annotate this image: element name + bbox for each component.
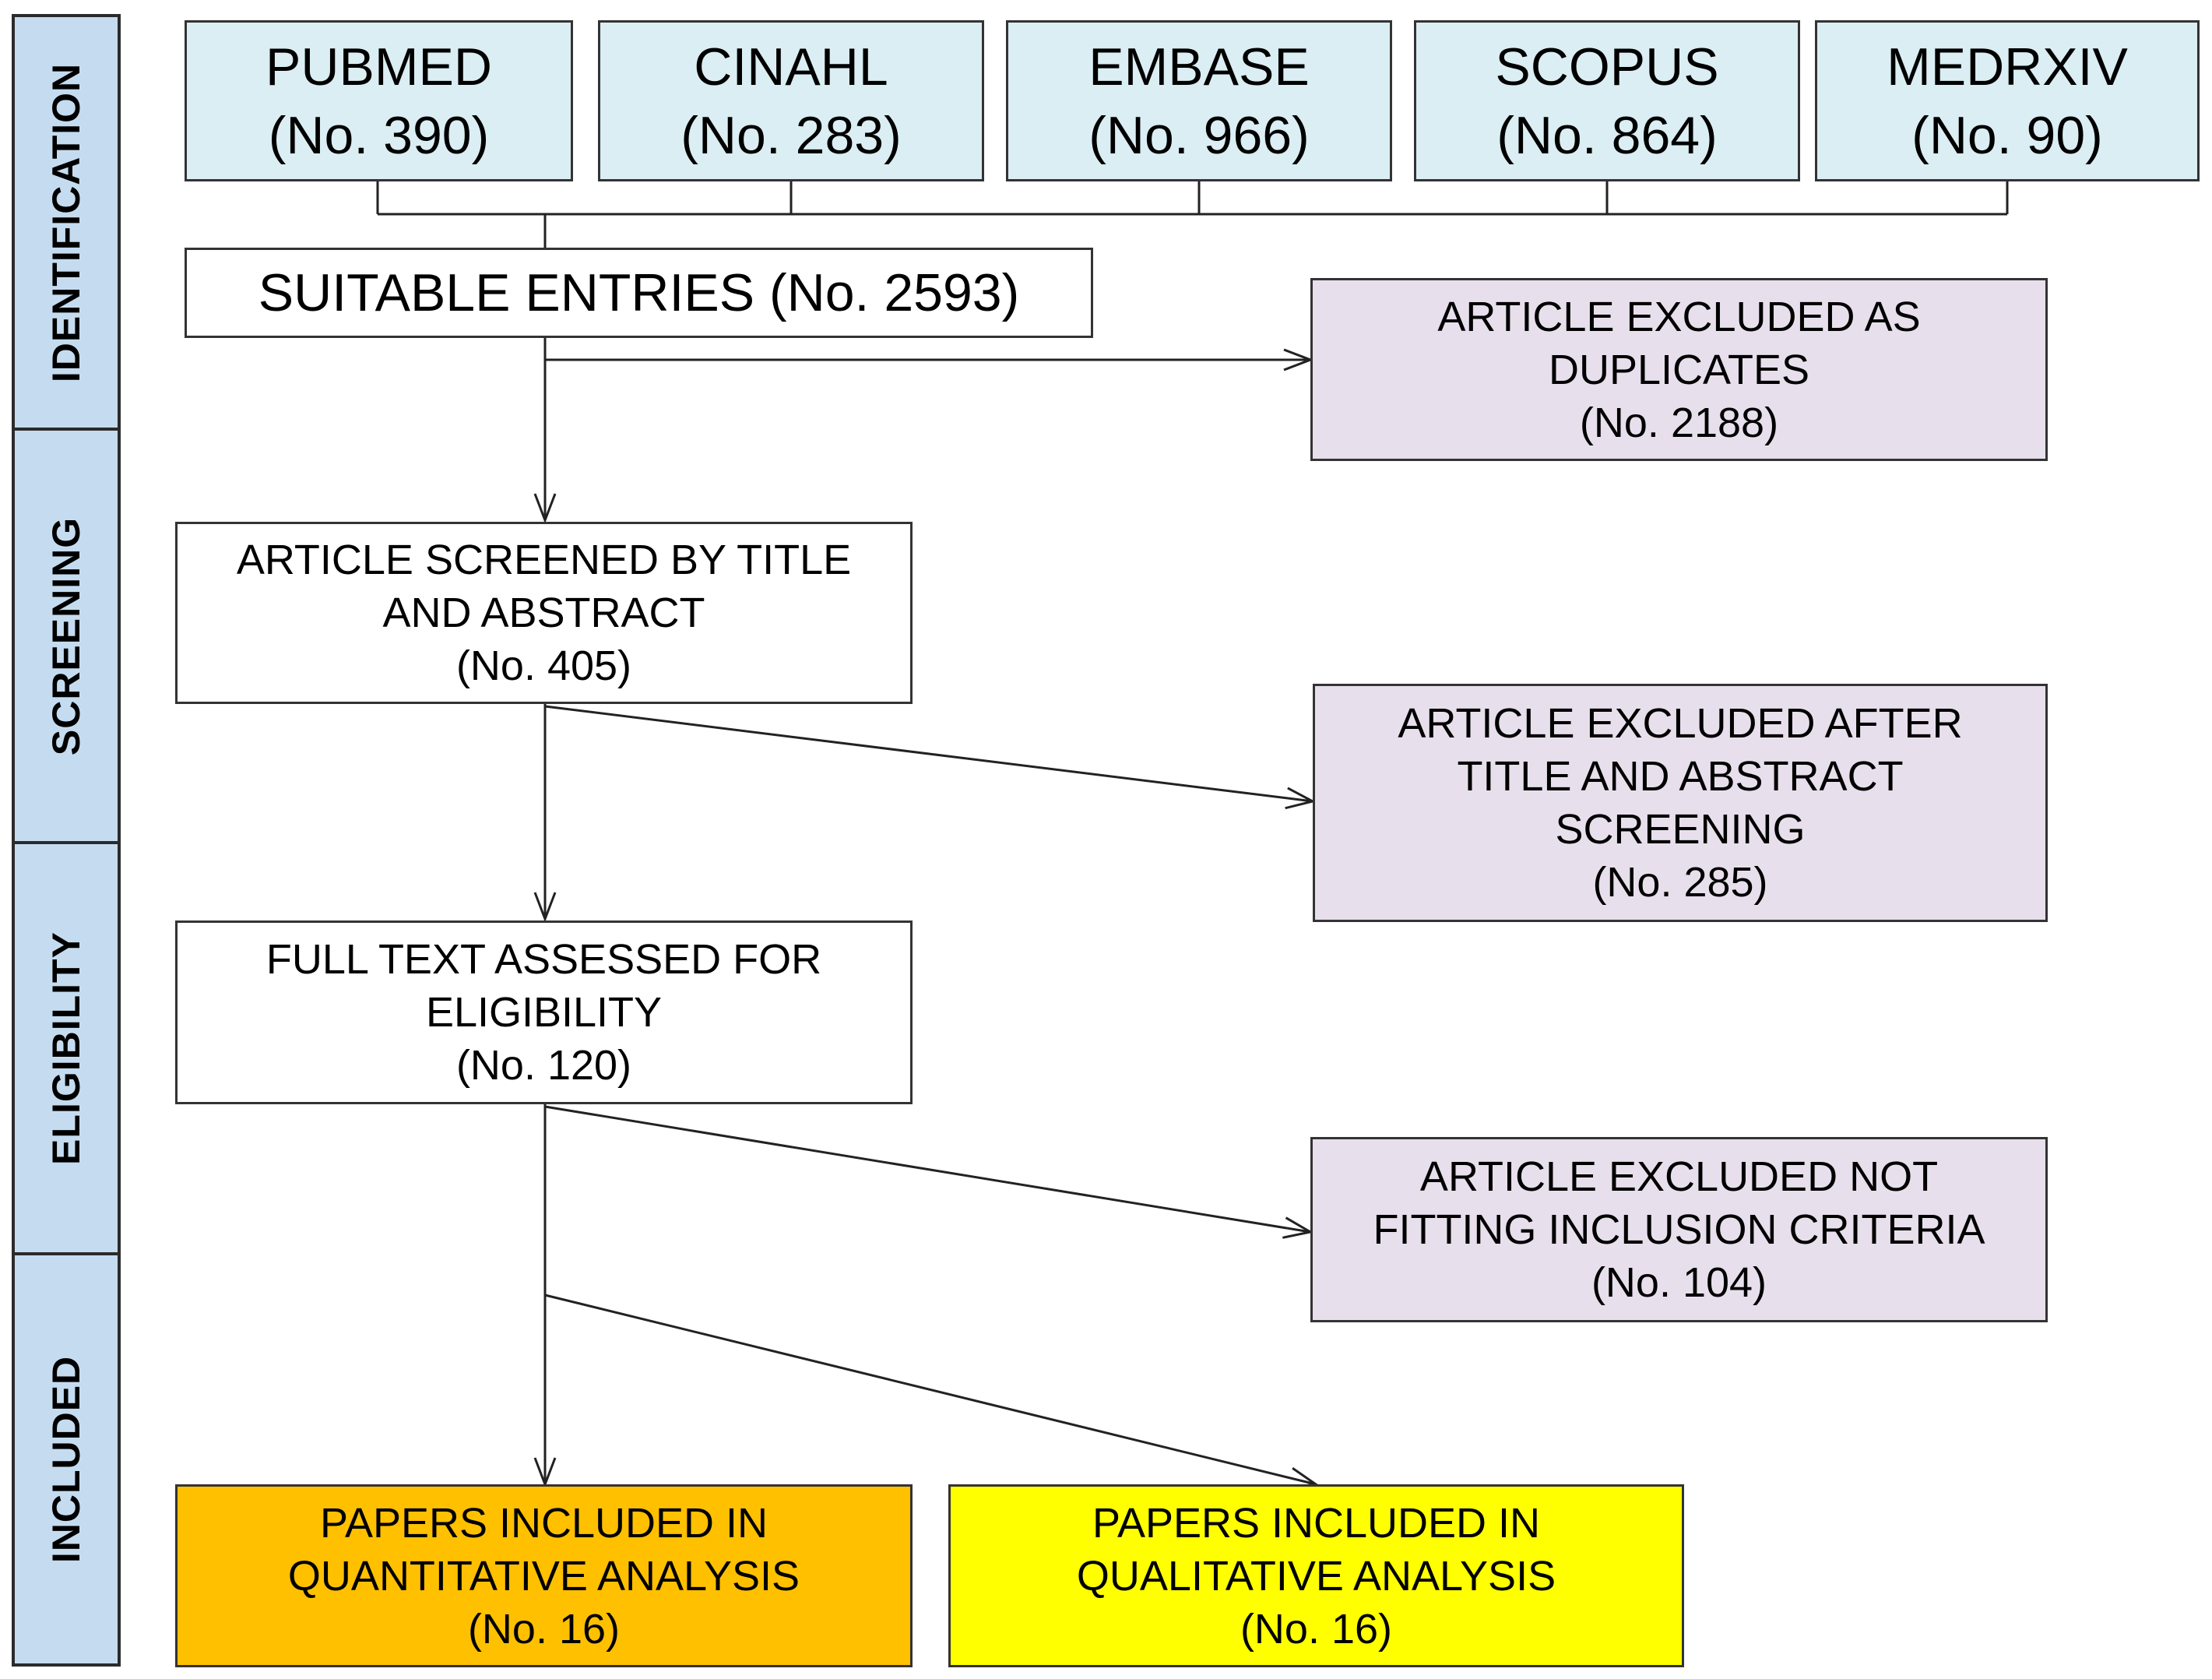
qualitative-box: PAPERS INCLUDED IN QUALITATIVE ANALYSIS … [948,1484,1684,1667]
database-count: (No. 966) [1088,105,1310,165]
database-name: MEDRXIV [1887,37,2128,97]
database-box-embase: EMBASE (No. 966) [1006,20,1392,181]
quantitative-line1: PAPERS INCLUDED IN [319,1499,768,1547]
screened-line2: AND ABSTRACT [382,590,705,636]
database-box-scopus: SCOPUS (No. 864) [1414,20,1800,181]
excluded-duplicates-box: ARTICLE EXCLUDED AS DUPLICATES (No. 2188… [1310,278,2048,461]
excluded-screening-box: ARTICLE EXCLUDED AFTER TITLE AND ABSTRAC… [1313,684,2048,922]
excluded-screening-line3: SCREENING [1555,806,1806,853]
qualitative-count: (No. 16) [1240,1605,1393,1653]
database-count: (No. 283) [680,105,902,165]
suitable-entries-box: SUITABLE ENTRIES (No. 2593) [185,248,1093,338]
screened-box: ARTICLE SCREENED BY TITLE AND ABSTRACT (… [175,522,913,704]
full-text-line1: FULL TEXT ASSESSED FOR [266,936,822,983]
phase-identification: IDENTIFICATION [12,14,121,431]
database-box-cinahl: CINAHL (No. 283) [598,20,984,181]
database-count: (No. 390) [268,105,490,165]
excluded-duplicates-line1: ARTICLE EXCLUDED AS [1437,293,1921,340]
database-box-medrxiv: MEDRXIV (No. 90) [1815,20,2200,181]
excluded-criteria-count: (No. 104) [1591,1259,1767,1306]
phase-screening: SCREENING [12,428,121,844]
suitable-entries-label: SUITABLE ENTRIES (No. 2593) [258,263,1020,322]
excluded-criteria-line2: FITTING INCLUSION CRITERIA [1373,1206,1985,1253]
excluded-duplicates-count: (No. 2188) [1579,399,1779,446]
database-count: (No. 864) [1496,105,1718,165]
database-name: SCOPUS [1495,37,1719,97]
quantitative-line2: QUANTITATIVE ANALYSIS [287,1552,800,1600]
database-name: EMBASE [1088,37,1310,97]
screened-line1: ARTICLE SCREENED BY TITLE [236,537,852,583]
full-text-line2: ELIGIBILITY [425,989,663,1036]
database-name: PUBMED [266,37,492,97]
excluded-screening-line1: ARTICLE EXCLUDED AFTER [1398,700,1963,747]
excluded-screening-line2: TITLE AND ABSTRACT [1457,753,1904,800]
arrow-to-excluded-criteria [544,1105,1310,1232]
screened-count: (No. 405) [455,642,632,689]
excluded-screening-count: (No. 285) [1592,859,1768,906]
qualitative-line1: PAPERS INCLUDED IN [1092,1499,1541,1547]
qualitative-line2: QUALITATIVE ANALYSIS [1076,1552,1556,1600]
excluded-criteria-line1: ARTICLE EXCLUDED NOT [1419,1153,1939,1200]
arrow-to-excluded-screening [544,705,1313,801]
full-text-box: FULL TEXT ASSESSED FOR ELIGIBILITY (No. … [175,920,913,1104]
arrow-to-qualitative [544,1294,1316,1484]
database-box-pubmed: PUBMED (No. 390) [185,20,573,181]
excluded-duplicates-line2: DUPLICATES [1548,346,1810,393]
quantitative-count: (No. 16) [467,1605,621,1653]
quantitative-box: PAPERS INCLUDED IN QUANTITATIVE ANALYSIS… [175,1484,913,1667]
database-count: (No. 90) [1911,105,2103,165]
excluded-criteria-box: ARTICLE EXCLUDED NOT FITTING INCLUSION C… [1310,1137,2048,1322]
phase-included: INCLUDED [12,1252,121,1667]
database-name: CINAHL [694,37,888,97]
full-text-count: (No. 120) [455,1042,632,1089]
